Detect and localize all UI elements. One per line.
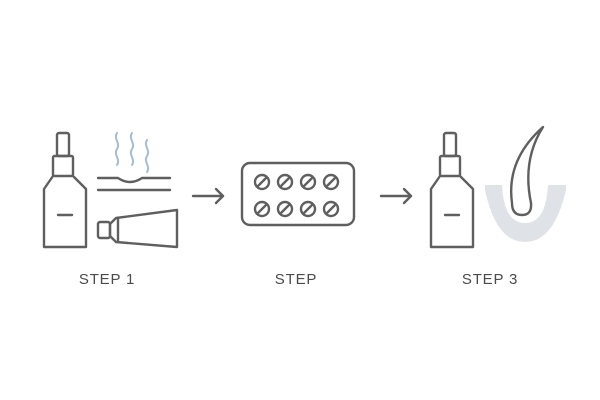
pill-row-top — [253, 173, 340, 191]
step-3-label: STEP 3 — [461, 271, 519, 288]
step-1-label: STEP 1 — [78, 271, 136, 288]
scalp-shape — [485, 185, 566, 242]
step-3-group — [429, 125, 566, 249]
skin-layer-icon — [96, 176, 172, 192]
heat-steam-icon — [114, 132, 150, 173]
cream-tube-icon — [96, 208, 179, 249]
step-2-label: STEP — [274, 271, 318, 288]
hair-follicle-icon — [485, 125, 566, 242]
dropper-bottle-icon — [42, 131, 88, 249]
pill-row-bottom — [253, 200, 340, 218]
step-1-group — [42, 131, 179, 249]
arrow-right-icon — [191, 187, 225, 205]
arrow-right-icon — [379, 187, 413, 205]
pill-blister-pack-icon — [240, 161, 356, 227]
hair-strand — [510, 125, 545, 217]
dropper-bottle-icon — [429, 131, 475, 249]
